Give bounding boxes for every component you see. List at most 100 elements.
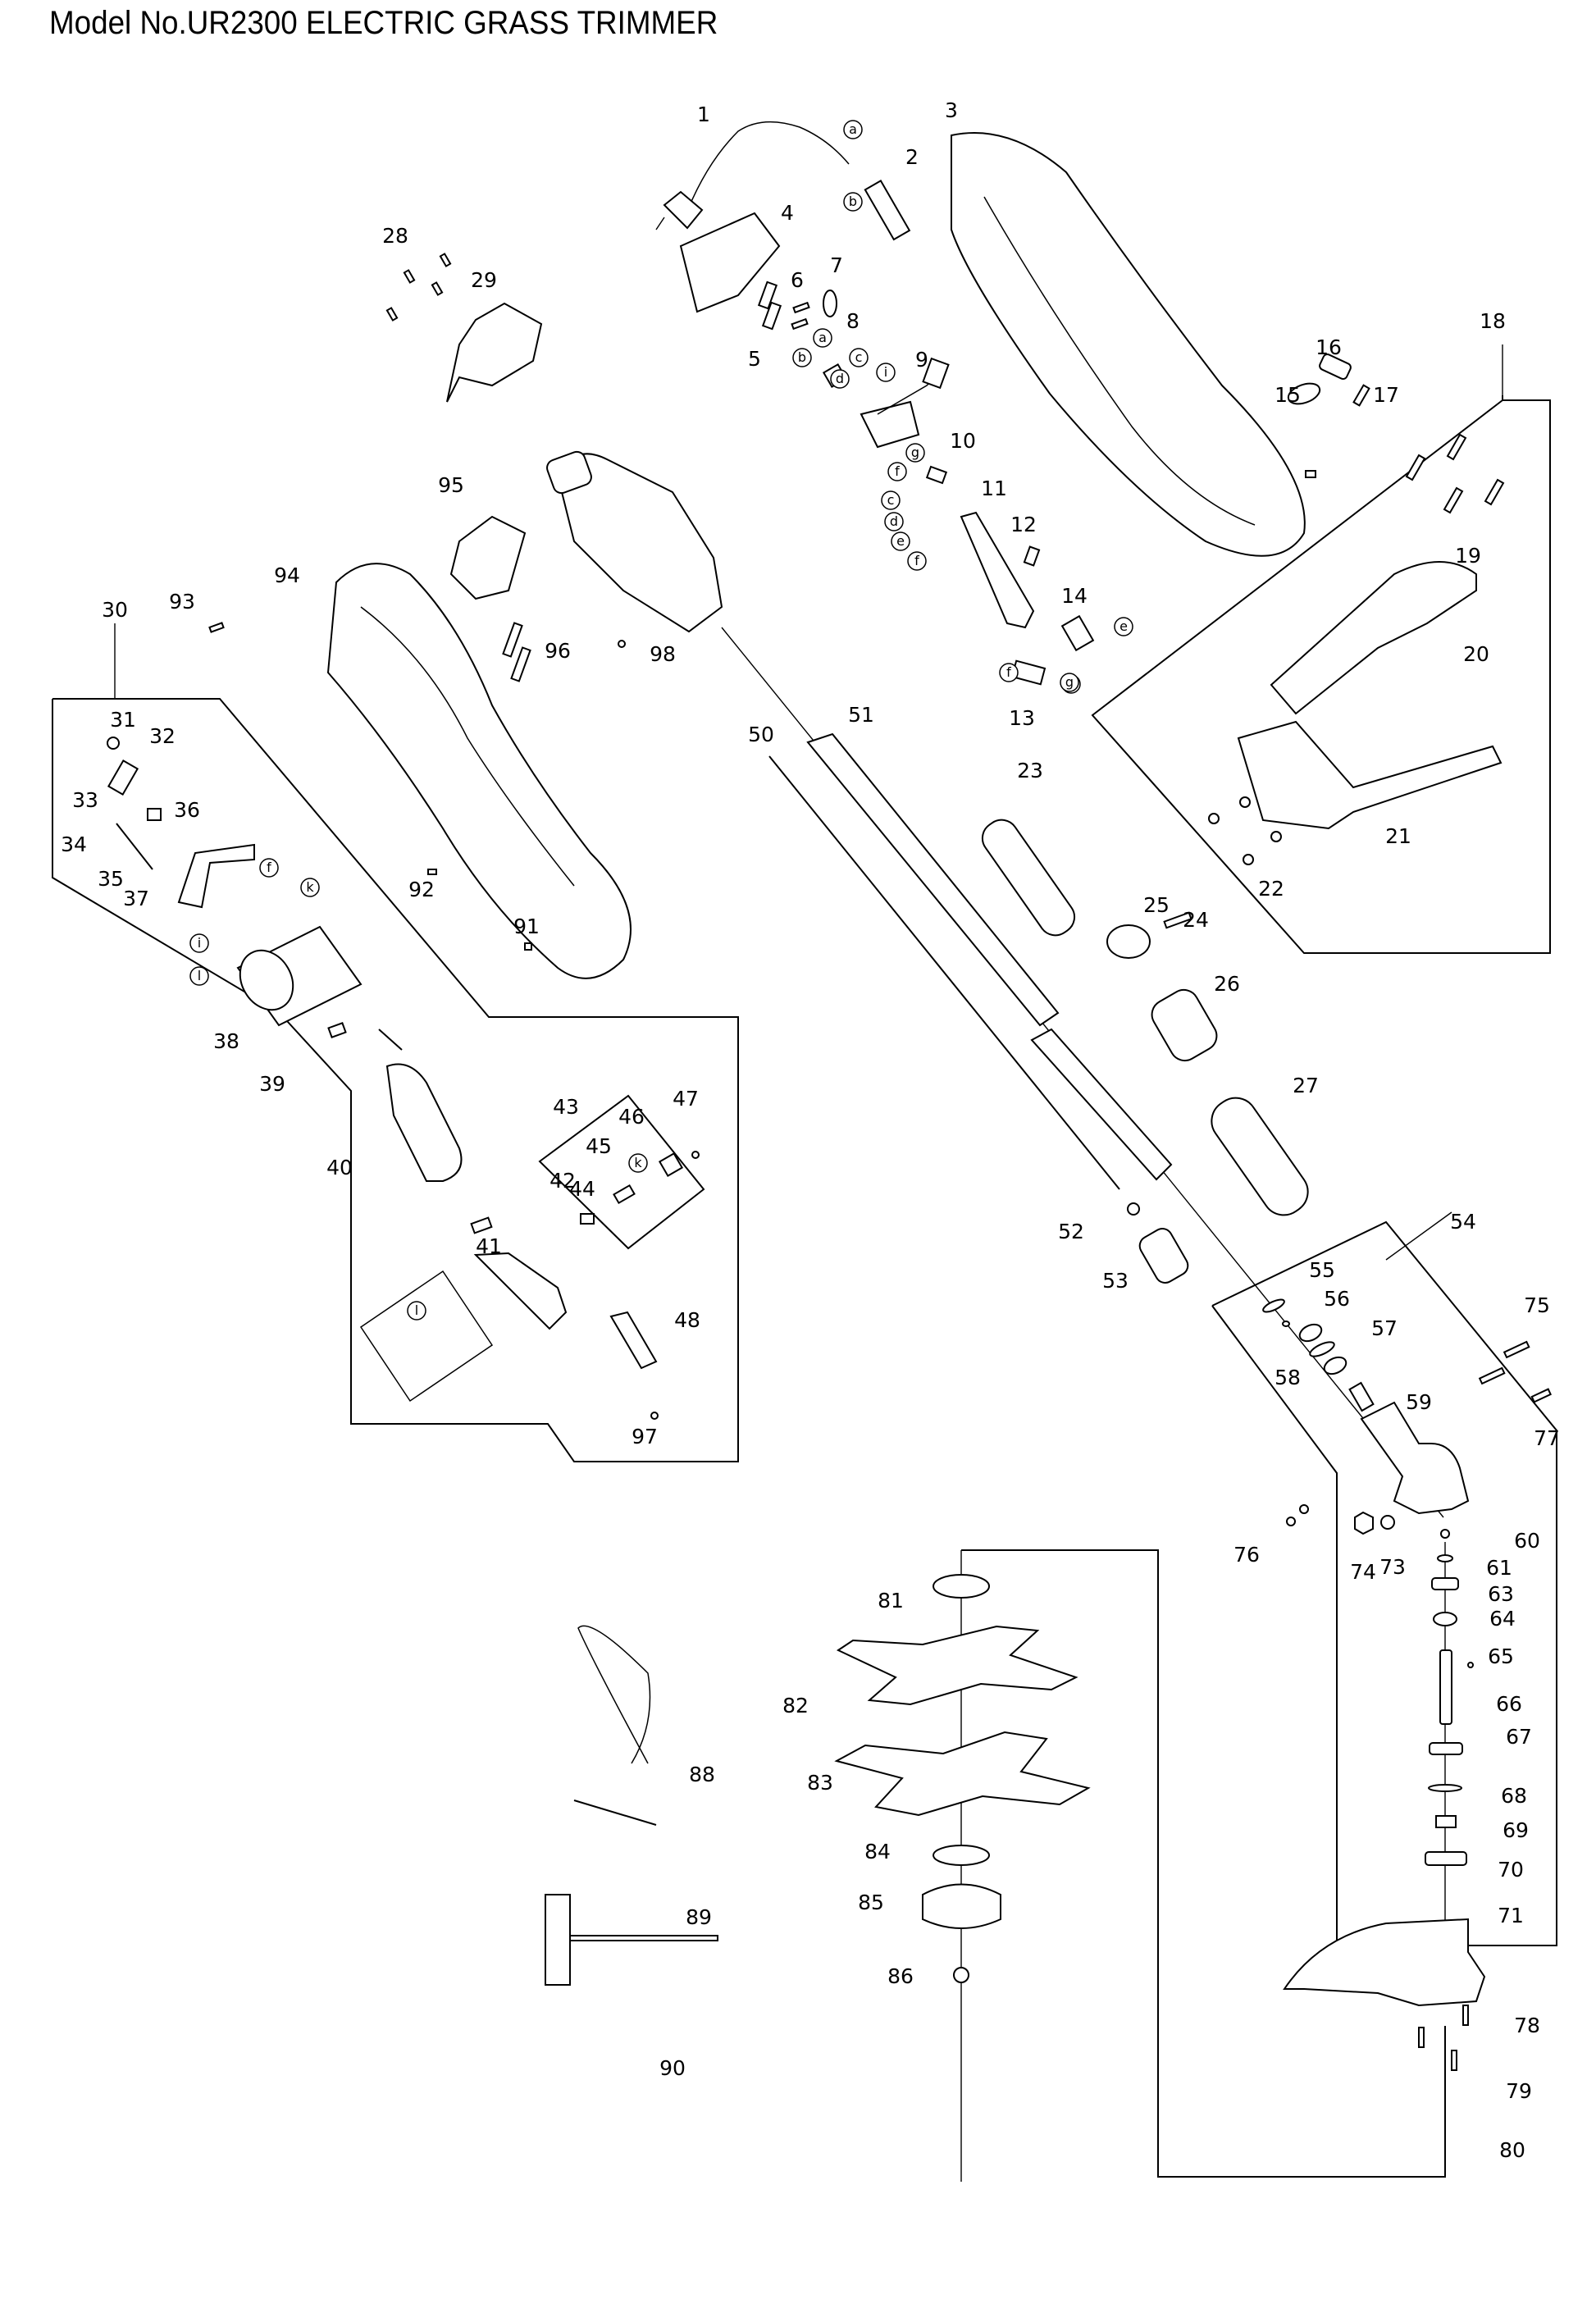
part-number-label: 44 <box>569 1177 595 1201</box>
part-number-label: 75 <box>1524 1293 1550 1317</box>
insulator-part-39 <box>327 1022 347 1038</box>
part-number-label: 74 <box>1350 1560 1376 1584</box>
wire-connection-marker: i <box>876 363 896 382</box>
part-number-label: 19 <box>1455 544 1481 568</box>
wire-connection-marker: d <box>830 369 850 389</box>
assembly-frame-54 <box>1211 1211 1557 1946</box>
spring-part-12 <box>1023 545 1041 567</box>
wire-connection-marker: f <box>259 858 279 878</box>
part-number-label: 42 <box>549 1169 576 1193</box>
blade-guard-part-78 <box>1283 1918 1486 2007</box>
svg-text:c: c <box>855 349 863 365</box>
tube-bushing-part-53 <box>1138 1228 1189 1284</box>
part-number-label: 4 <box>781 201 794 225</box>
part-number-label: 13 <box>1009 706 1035 730</box>
part-number-label: 1 <box>697 103 710 126</box>
svg-text:k: k <box>634 1155 642 1170</box>
part-number-label: 24 <box>1183 908 1209 932</box>
svg-text:g: g <box>1065 674 1074 690</box>
bolt-part-75b <box>1503 1340 1530 1359</box>
wire-connection-marker: e <box>891 531 910 551</box>
drive-shaft-part-50 <box>768 755 1120 1190</box>
part-number-label: 3 <box>945 98 958 122</box>
part-number-label: 60 <box>1514 1529 1540 1553</box>
part-number-label: 40 <box>326 1156 353 1179</box>
part-number-label: 27 <box>1293 1074 1319 1097</box>
part-number-label: 85 <box>858 1891 884 1914</box>
svg-text:d: d <box>836 371 844 386</box>
plate-part-96b <box>510 646 531 682</box>
rod-part-89 <box>573 1800 657 1826</box>
part-number-label: 93 <box>169 590 195 614</box>
end-cap-part-29 <box>446 302 543 403</box>
sleeve-part-2 <box>864 180 911 241</box>
wire-connection-marker: f <box>999 663 1019 682</box>
part-number-label: 84 <box>864 1840 891 1863</box>
tube-part-51-upper <box>806 732 1060 1027</box>
part-number-label: 79 <box>1506 2079 1532 2103</box>
collar-part-70 <box>1435 1815 1457 1828</box>
screw-part-91 <box>524 942 532 951</box>
wire-connection-marker: g <box>905 443 925 463</box>
part-number-label: 6 <box>791 268 804 292</box>
part-number-label: 82 <box>782 1694 809 1717</box>
part-number-label: 83 <box>807 1771 833 1795</box>
screw-part-97 <box>650 1412 659 1420</box>
nuts-part-22 <box>1208 796 1282 865</box>
inner-flange-part-81 <box>933 1574 990 1599</box>
bearing-part-57b <box>1323 1356 1347 1375</box>
part-number-label: 90 <box>659 2056 686 2080</box>
part-number-label: 29 <box>471 268 497 292</box>
svg-text:b: b <box>798 349 806 365</box>
svg-text:k: k <box>306 879 314 895</box>
part-number-label: 22 <box>1258 877 1284 901</box>
part-number-label: 81 <box>878 1589 904 1612</box>
part-number-label: 15 <box>1275 383 1301 407</box>
svg-text:a: a <box>819 330 827 345</box>
screw-part-98 <box>618 640 626 648</box>
bearing-part-64 <box>1431 1577 1459 1590</box>
svg-text:e: e <box>1119 618 1128 634</box>
part-number-label: 56 <box>1324 1287 1350 1311</box>
part-number-label: 12 <box>1010 513 1037 536</box>
part-number-label: 63 <box>1488 1582 1514 1606</box>
part-number-label: 88 <box>689 1763 715 1786</box>
part-number-label: 41 <box>476 1234 502 1258</box>
part-number-label: 54 <box>1450 1210 1476 1234</box>
bearing-part-68 <box>1429 1742 1463 1755</box>
plate-part-36 <box>147 808 162 821</box>
part-number-label: 17 <box>1373 383 1399 407</box>
wire-connection-marker: b <box>843 192 863 212</box>
part-number-label: 36 <box>174 798 200 822</box>
part-number-label: 37 <box>123 887 149 910</box>
part-number-label: 80 <box>1499 2138 1525 2162</box>
spring-part-17 <box>1352 384 1370 407</box>
part-number-label: 91 <box>513 915 540 938</box>
part-number-label: 89 <box>686 1905 712 1929</box>
wire-connection-marker: a <box>843 120 863 139</box>
svg-text:a: a <box>849 121 857 137</box>
armature-part-40 <box>385 1063 463 1182</box>
part-number-label: 77 <box>1534 1426 1560 1450</box>
part-number-label: 94 <box>274 563 300 587</box>
blade-cover-part-83 <box>834 1731 1091 1817</box>
part-number-label: 20 <box>1463 642 1489 666</box>
part-number-label: 26 <box>1214 972 1240 996</box>
part-number-label: 7 <box>830 253 843 277</box>
wire-connection-marker: k <box>628 1153 648 1173</box>
bolt-part-75a <box>1478 1366 1506 1385</box>
wire-connection-marker: c <box>881 490 901 510</box>
assembly-frame-30 <box>52 623 739 1462</box>
part-number-label: 97 <box>632 1425 658 1448</box>
screw-part-92 <box>427 869 437 875</box>
ring-part-69 <box>1428 1784 1462 1792</box>
part-number-label: 8 <box>846 309 860 333</box>
wire-connection-marker: l <box>189 966 209 986</box>
switch-cover-part <box>679 212 781 313</box>
part-number-label: 78 <box>1514 2014 1540 2037</box>
part-number-label: 16 <box>1316 335 1342 359</box>
part-number-label: 98 <box>650 642 676 666</box>
wire-connection-marker: l <box>407 1301 426 1321</box>
